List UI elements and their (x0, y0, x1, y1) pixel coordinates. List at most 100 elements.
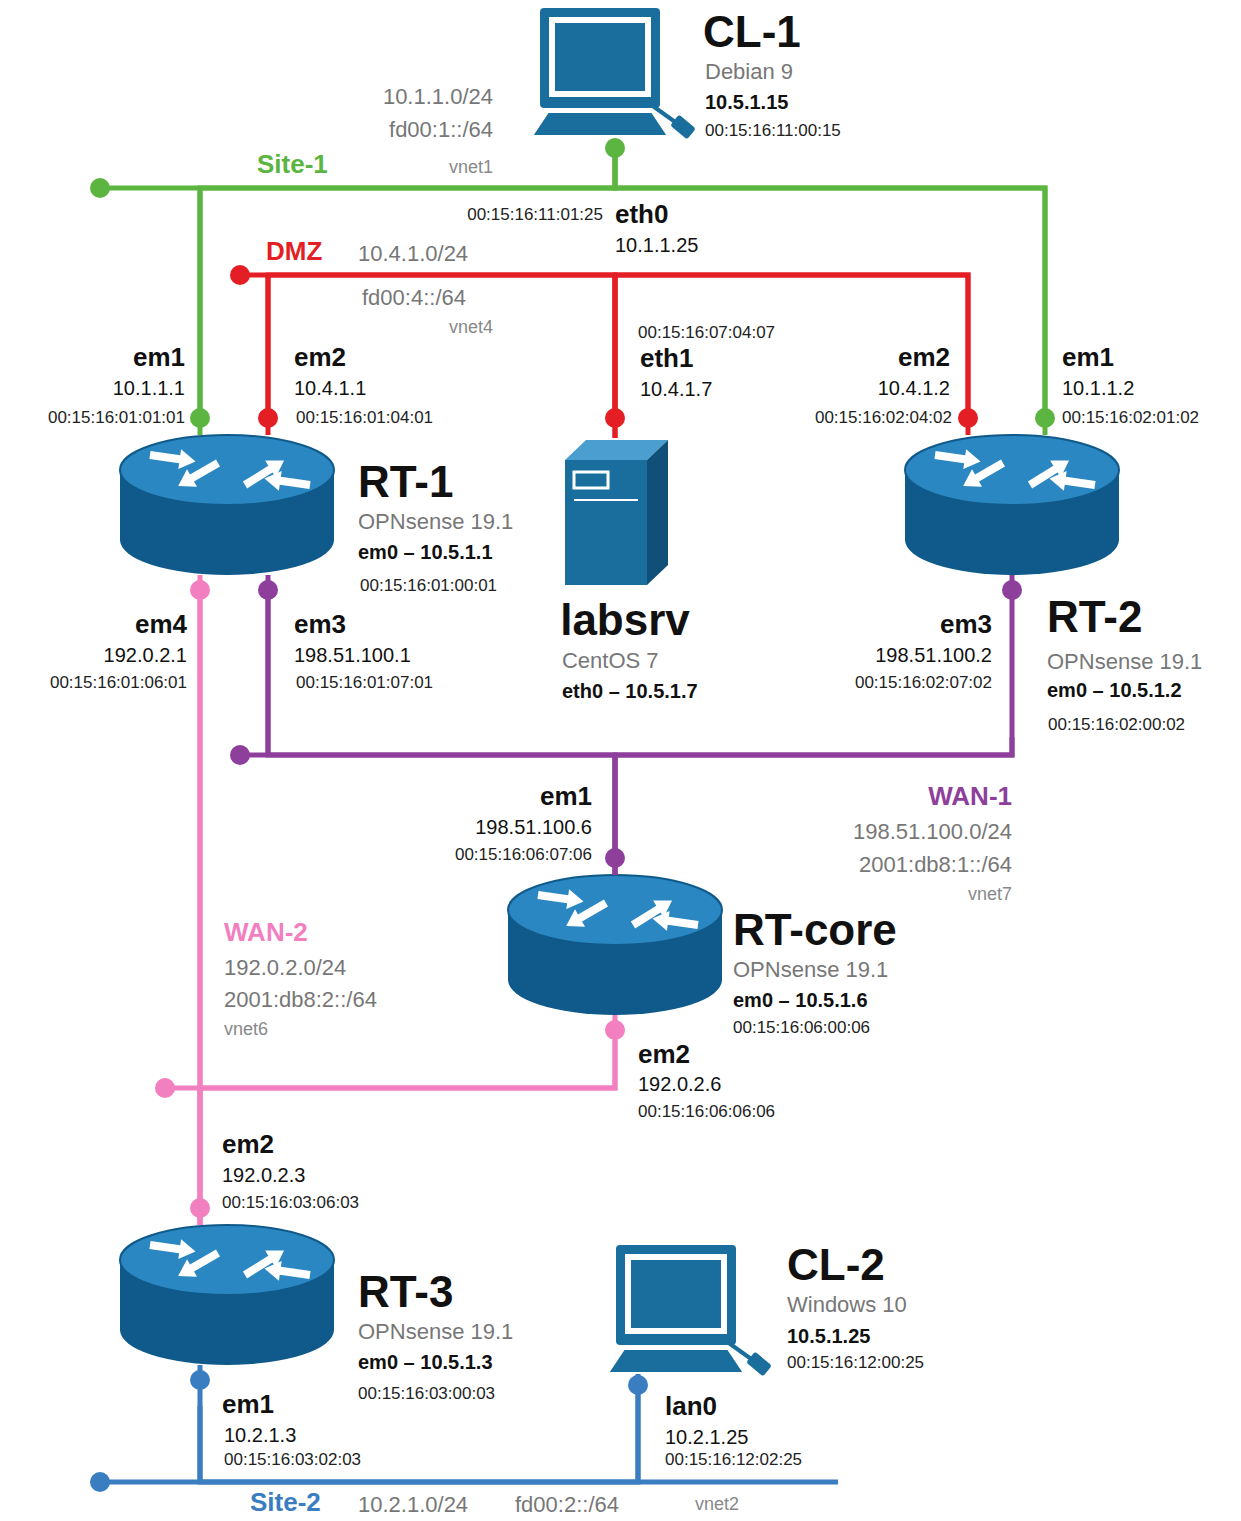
port-dot (1002, 580, 1022, 600)
interface-address: 10.1.1.2 (1062, 376, 1134, 400)
mac-address: 00:15:16:06:07:06 (455, 845, 592, 865)
mac-address: 00:15:16:03:02:03 (224, 1450, 361, 1470)
management-address: 10.5.1.15 (705, 90, 788, 114)
subnet-label: 198.51.100.0/24 (853, 819, 1012, 845)
port-dot (90, 178, 110, 198)
router-icon (120, 1225, 334, 1365)
router-icon (120, 435, 334, 575)
drawing-part (230, 580, 1022, 868)
subnet-label: 2001:db8:2::/64 (224, 987, 377, 1013)
interface-name: em1 (1062, 342, 1114, 373)
computer-icon (532, 8, 696, 139)
mac-address: 00:15:16:06:00:06 (733, 1018, 870, 1038)
device-os: OPNsense 19.1 (733, 957, 888, 983)
device-os: OPNsense 19.1 (358, 509, 513, 535)
subnet-label: 192.0.2.0/24 (224, 955, 346, 981)
vnet-label: vnet1 (449, 157, 493, 179)
management-address: eth0 – 10.5.1.7 (562, 679, 698, 703)
device-node: RT-3OPNsense 19.1 em0 – 10.5.1.3 00:15:16:… (120, 1225, 516, 1406)
mac-address: 00:15:16:01:07:01 (296, 673, 433, 693)
vnet-label: vnet4 (449, 317, 493, 339)
interface-address: 10.2.1.25 (665, 1425, 748, 1449)
interface-name: em3 (940, 609, 992, 640)
device-os: OPNsense 19.1 (358, 1319, 513, 1345)
interface-address: 10.4.1.1 (294, 376, 366, 400)
vnet-label: vnet6 (224, 1019, 268, 1041)
device-node: RT-coreOPNsense 19.1 em0 – 10.5.1.6 00:15:… (508, 875, 900, 1040)
network-link (268, 275, 615, 438)
interface-name: eth1 (640, 343, 693, 374)
port-dot (230, 265, 250, 285)
port-dot (258, 580, 278, 600)
wan1-bus (240, 575, 1012, 875)
mac-address: 00:15:16:12:02:25 (665, 1450, 802, 1470)
network-link (200, 1375, 638, 1482)
subnet-label: fd00:4::/64 (362, 285, 466, 311)
port-dot (605, 1020, 625, 1040)
network-name: DMZ (266, 236, 322, 267)
management-address: em0 – 10.5.1.1 (358, 540, 493, 564)
server-icon (565, 440, 668, 585)
device-node: CL-2Windows 1010.5.1.2500:15:16:12:00:25 (612, 1237, 927, 1376)
subnet-label: 10.4.1.0/24 (358, 241, 468, 267)
network-link (615, 143, 1045, 435)
interface-name: eth0 (615, 199, 668, 230)
subnet-label: 10.1.1.0/24 (383, 84, 493, 110)
mac-address: 00:15:16:02:01:02 (1062, 408, 1199, 428)
mac-address: 00:15:16:03:06:03 (222, 1193, 359, 1213)
management-address: em0 – 10.5.1.6 (733, 988, 868, 1012)
device-name: RT-3 (358, 1266, 453, 1319)
device-name: CL-1 (703, 6, 801, 59)
interface-name: lan0 (665, 1391, 717, 1422)
port-dot (190, 1370, 210, 1390)
device-node: RT-1OPNsense 19.1 em0 – 10.5.1.1 00:15:16:… (120, 435, 516, 598)
network-name: WAN-2 (224, 917, 308, 948)
subnet-label: fd00:2::/64 (515, 1492, 619, 1518)
device-os: CentOS 7 (562, 648, 659, 674)
interface-address: 198.51.100.1 (294, 643, 411, 667)
interface-name: em2 (222, 1129, 274, 1160)
interface-address: 198.51.100.2 (875, 643, 992, 667)
interface-name: em3 (294, 609, 346, 640)
management-address: em0 – 10.5.1.3 (358, 1350, 493, 1374)
device-os: OPNsense 19.1 (1047, 649, 1202, 675)
device-name: RT-1 (358, 456, 453, 509)
interface-address: 198.51.100.6 (475, 815, 592, 839)
dmz-bus (240, 275, 968, 418)
mac-address: 00:15:16:11:00:15 (705, 121, 841, 141)
interface-address: 10.4.1.2 (878, 376, 950, 400)
device-os: Debian 9 (705, 59, 793, 85)
mac-address: 00:15:16:11:01:25 (467, 205, 603, 225)
drawing-part (90, 1370, 648, 1492)
drawing-part (100, 148, 1045, 1482)
device-name: CL-2 (787, 1239, 885, 1292)
interface-name: em1 (540, 781, 592, 812)
interface-address: 10.1.1.25 (615, 233, 698, 257)
network-link (615, 275, 968, 438)
server-side (647, 440, 668, 585)
server-line (574, 499, 638, 501)
subnet-label: fd00:1::/64 (389, 117, 493, 143)
drawing-part (230, 265, 978, 428)
subnet-label: 2001:db8:1::/64 (859, 852, 1012, 878)
mac-address: 00:15:16:01:00:01 (360, 576, 497, 596)
interface-name: em2 (898, 342, 950, 373)
server-drive (574, 472, 608, 488)
mac-address: 00:15:16:03:00:03 (358, 1384, 495, 1404)
mac-address: 00:15:16:07:04:07 (638, 323, 775, 343)
mac-address: 00:15:16:01:06:01 (50, 673, 187, 693)
mac-address: 00:15:16:02:07:02 (855, 673, 992, 693)
management-address: 10.5.1.25 (787, 1324, 870, 1348)
device-name: RT-core (733, 904, 897, 957)
device-name: RT-2 (1047, 591, 1142, 644)
interface-address: 192.0.2.1 (104, 643, 187, 667)
mac-address: 00:15:16:01:01:01 (48, 408, 185, 428)
mac-address: 00:15:16:06:06:06 (638, 1102, 775, 1122)
interface-address: 10.1.1.1 (113, 376, 185, 400)
port-dot (230, 745, 250, 765)
device-name: labsrv (560, 594, 690, 647)
device-node: labsrvCentOS 7 eth0 – 10.5.1.7 (557, 438, 700, 705)
management-address: em0 – 10.5.1.2 (1047, 678, 1182, 702)
mac-address: 00:15:16:12:00:25 (787, 1353, 924, 1373)
